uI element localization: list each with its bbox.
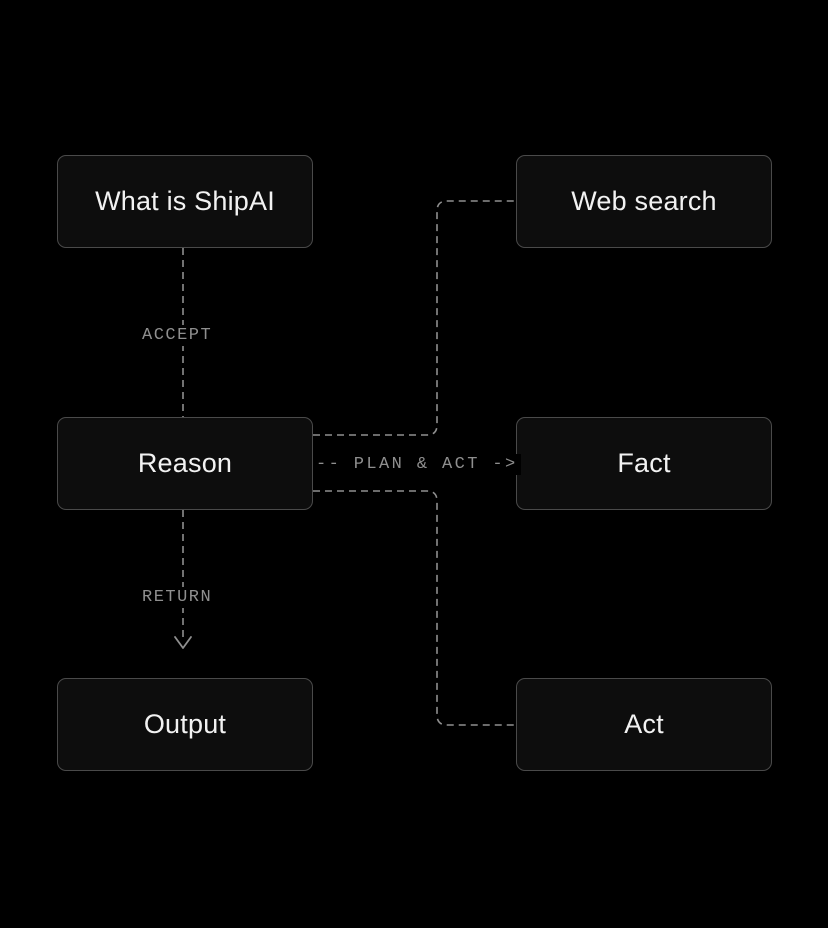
node-what-is-shipai[interactable]: What is ShipAI xyxy=(57,155,313,248)
node-reason[interactable]: Reason xyxy=(57,417,313,510)
node-act[interactable]: Act xyxy=(516,678,772,771)
node-fact[interactable]: Fact xyxy=(516,417,772,510)
edge-to-act-path xyxy=(313,490,516,726)
node-label: Output xyxy=(143,709,227,739)
node-label: Reason xyxy=(137,448,233,478)
node-label: Fact xyxy=(617,448,671,478)
node-output[interactable]: Output xyxy=(57,678,313,771)
edge-return-arrowhead-icon xyxy=(174,636,192,649)
node-web-search[interactable]: Web search xyxy=(516,155,772,248)
edge-label-return: RETURN xyxy=(139,587,216,608)
node-label: Act xyxy=(624,709,664,739)
edge-label-plan-act: -- PLAN & ACT -> xyxy=(313,454,521,475)
node-label: Web search xyxy=(571,186,717,216)
edge-label-accept: ACCEPT xyxy=(139,325,216,346)
node-label: What is ShipAI xyxy=(95,186,275,216)
edge-to-web-search-path xyxy=(313,200,516,436)
